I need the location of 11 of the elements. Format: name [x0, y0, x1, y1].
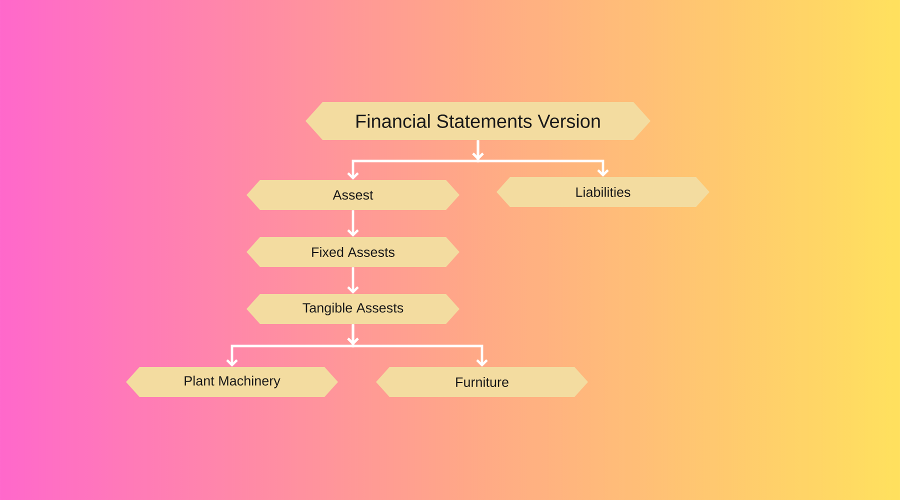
arrow: [347, 324, 488, 367]
hexagon-box: Fixed Assests: [246, 237, 460, 267]
arrow: [347, 210, 359, 237]
hexagon-box: Tangible Assests: [246, 294, 460, 324]
hexagon-box: Assest: [246, 180, 460, 210]
arrow: [472, 140, 609, 177]
arrow: [347, 267, 359, 294]
hexagon-box: Plant Machinery: [126, 367, 338, 397]
hexagon-box: Financial Statements Version: [306, 102, 650, 140]
hexagon-box: Furniture: [376, 367, 588, 397]
hexagon-box: Liabilities: [496, 177, 710, 207]
